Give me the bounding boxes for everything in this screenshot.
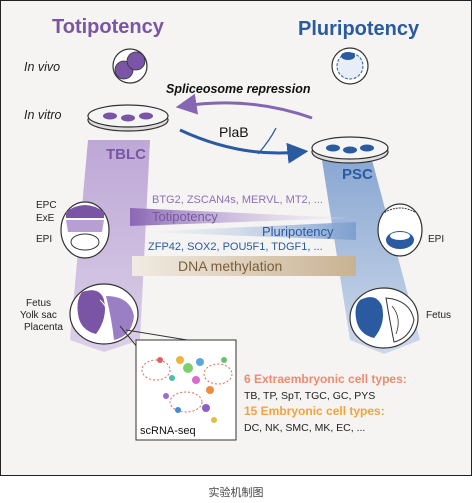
dna-methylation-bar bbox=[132, 256, 356, 276]
epc-label: EPC bbox=[36, 200, 57, 211]
extraembryonic-list: TB, TP, SpT, TGC, GC, PYS bbox=[244, 390, 376, 402]
left-conceptus-icon bbox=[69, 283, 139, 345]
in-vivo-label: In vivo bbox=[24, 60, 61, 74]
in-vitro-label: In vitro bbox=[24, 108, 62, 122]
left-early-embryo-icon bbox=[60, 201, 110, 259]
tblc-to-psc-arrow bbox=[179, 128, 309, 164]
exe-label: ExE bbox=[36, 213, 55, 224]
two-cell-embryo-icon bbox=[112, 48, 148, 84]
epi-left-label: EPI bbox=[36, 234, 53, 245]
plab-label: PlaB bbox=[219, 124, 249, 140]
figure-caption: 实验机制图 bbox=[208, 487, 264, 499]
epi-right-label: EPI bbox=[428, 234, 445, 245]
psc-label: PSC bbox=[342, 166, 373, 183]
fetus-right-label: Fetus bbox=[426, 310, 452, 321]
spliceosome-repression-arrow bbox=[175, 93, 313, 120]
totipotency-genes: BTG2, ZSCAN4s, MERVL, MT2, ... bbox=[152, 194, 323, 206]
scrna-seq-panel bbox=[135, 339, 237, 441]
psc-dish-icon bbox=[311, 136, 389, 164]
tblc-dish-icon bbox=[87, 104, 169, 132]
embryonic-title: 15 Embryonic cell types: bbox=[244, 404, 385, 418]
totipotency-gradient-bar bbox=[130, 208, 350, 226]
extraembryonic-title: 6 Extraembryonic cell types: bbox=[244, 372, 407, 386]
dna-methylation-label: DNA methylation bbox=[178, 258, 283, 274]
blastocyst-icon bbox=[331, 47, 369, 85]
totipotency-bar-label: Totipotency bbox=[152, 209, 218, 224]
pluripotency-gradient-bar bbox=[140, 222, 356, 240]
yolk-sac-label: Yolk sac bbox=[20, 310, 57, 321]
right-early-embryo-icon bbox=[377, 203, 423, 257]
psc-to-tblc-small-arrow bbox=[257, 127, 277, 155]
pluripotency-title: Pluripotency bbox=[298, 18, 420, 40]
embryonic-list: DC, NK, SMC, MK, EC, ... bbox=[244, 422, 366, 434]
right-conceptus-icon bbox=[349, 287, 419, 349]
totipotency-title: Totipotency bbox=[52, 16, 164, 38]
spliceosome-repression-label: Spliceosome repression bbox=[166, 82, 311, 96]
tblc-label: TBLC bbox=[106, 146, 146, 163]
pluripotency-genes: ZFP42, SOX2, POU5F1, TDGF1, ... bbox=[148, 241, 323, 253]
placenta-label: Placenta bbox=[24, 322, 63, 333]
pluripotency-bar-label: Pluripotency bbox=[262, 224, 334, 239]
fetus-left-label: Fetus bbox=[26, 298, 52, 309]
scrna-seq-label: scRNA-seq bbox=[140, 425, 196, 437]
